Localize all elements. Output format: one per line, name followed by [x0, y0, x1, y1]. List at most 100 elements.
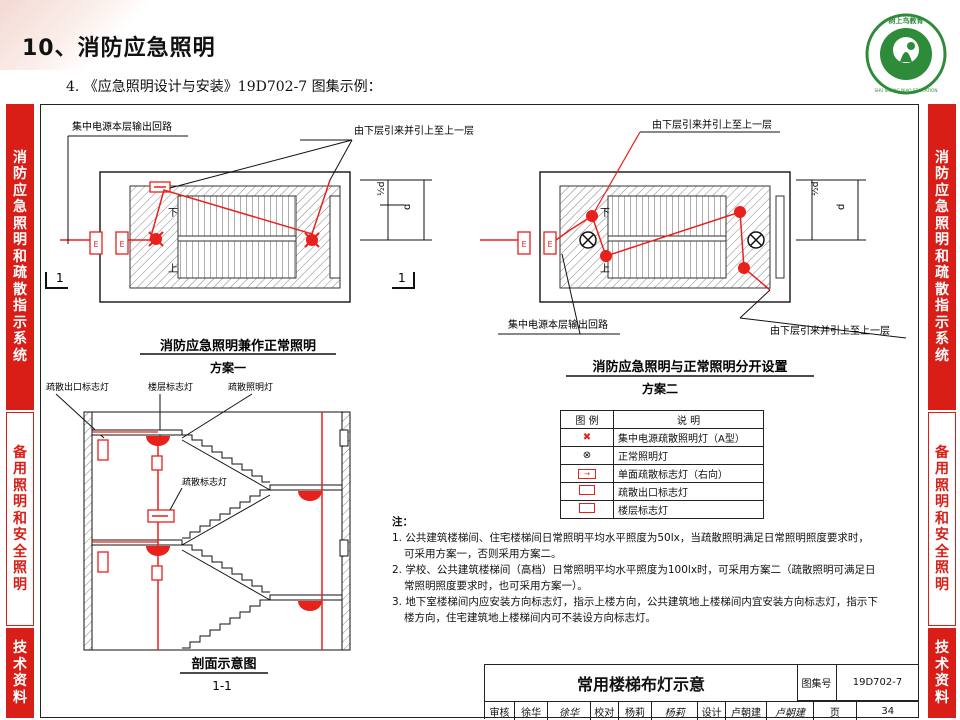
- legend-row: 楼层标志灯: [560, 500, 764, 519]
- plan1-down: 下: [168, 208, 178, 219]
- side-tab-char: 安: [13, 527, 27, 544]
- checker-signature: 杨莉: [652, 702, 699, 720]
- plan1-riser-label: 由下层引来并引上至上一层: [354, 124, 474, 137]
- note-line: 楼方向，住宅建筑地上楼梯间内可不装设方向标志灯。: [404, 612, 656, 624]
- plan1-scheme: 方案一: [210, 360, 246, 375]
- plan1-e-box-2: E: [119, 240, 124, 249]
- plan2-scheme: 方案二: [642, 381, 678, 396]
- drawing-title: 常用楼梯布灯示意: [485, 665, 798, 701]
- page-number: 34: [881, 705, 895, 717]
- plan-scheme-two: 下 上 E E 由下层引来并引上至上一层 集中电源本层输出回路 由下层引来并引上…: [480, 118, 907, 396]
- side-tab-char: 疏: [13, 265, 27, 282]
- plan2-down: 下: [600, 208, 610, 219]
- section-dir-sign-label: 疏散标志灯: [182, 476, 227, 488]
- direction-sign-icon: →: [578, 469, 596, 479]
- reviewer-signature: 徐华: [548, 702, 591, 720]
- side-tab-char: 消: [935, 149, 949, 166]
- section-exit-label: 疏散出口标志灯: [46, 381, 109, 393]
- plan2-dim-full: d: [836, 204, 847, 210]
- page-title: 10、消防应急照明: [22, 36, 216, 61]
- note-line: 3. 地下室楼梯间内应安装方向标志灯，指示上楼方向，公共建筑地上楼梯间内宜安装方…: [392, 596, 878, 608]
- plan2-up: 上: [600, 263, 610, 275]
- plan1-e-box-1: E: [93, 240, 98, 249]
- side-tab-char: 示: [13, 314, 27, 331]
- brand-logo: 树上鸟教育 SHU SHANG NIAO EDUCATION: [865, 13, 947, 95]
- designer-name: 卢朝建: [726, 702, 767, 720]
- section-floor-label: 楼层标志灯: [148, 381, 193, 393]
- side-tab-char: 技: [13, 640, 27, 656]
- corner-decoration: [0, 0, 150, 70]
- side-tab-tech-right: 技术资料: [928, 628, 956, 718]
- plan1-section-mark-left: 1: [56, 271, 64, 285]
- side-tab-char: 统: [935, 347, 949, 364]
- legend-header-desc: 说 明: [613, 410, 764, 429]
- side-tab-char: 和: [935, 248, 949, 265]
- side-tab-char: 照: [935, 215, 949, 232]
- side-tab-char: 散: [935, 281, 949, 298]
- designer-signature: 卢朝建: [767, 702, 815, 720]
- plan2-caption: 消防应急照明与正常照明分开设置: [592, 359, 787, 375]
- section-ceiling-lamp-1: [146, 436, 170, 446]
- plan1-up: 上: [168, 263, 178, 275]
- stair-section: 疏散出口标志灯 楼层标志灯 疏散照明灯: [46, 381, 351, 693]
- plan1-lamp-right: [304, 232, 320, 248]
- check-label: 校对: [591, 702, 619, 720]
- atlas-number: 19D702-7: [837, 665, 919, 701]
- section-ceiling-lamp-3: [298, 491, 322, 501]
- side-tab-char: 安: [935, 527, 949, 544]
- side-tab-char: 明: [935, 576, 949, 593]
- legend-desc: 楼层标志灯: [613, 500, 764, 519]
- side-tab-char: 防: [935, 166, 949, 183]
- side-tab-char: 和: [13, 510, 27, 527]
- plan1-dim-half: ½d: [377, 182, 387, 196]
- side-tab-char: 急: [13, 199, 27, 216]
- side-tab-char: 术: [13, 656, 27, 673]
- legend-row: ⊗ 正常照明灯: [560, 446, 764, 465]
- red-x-lamp-icon: ✖: [582, 432, 592, 443]
- atlas-label: 图集号: [797, 665, 837, 701]
- side-tab-emergency: 消防应急照明和疏散指示系统: [6, 104, 34, 410]
- title-block: 常用楼梯布灯示意 图集号 19D702-7 审核 徐华 徐华 校对 杨莉 杨莉 …: [484, 664, 919, 720]
- logo-text: 树上鸟教育: [889, 16, 924, 25]
- legend-desc: 集中电源疏散照明灯（A型）: [613, 428, 764, 447]
- plan1-source-label: 集中电源本层输出回路: [72, 120, 172, 133]
- design-label: 设计: [698, 702, 727, 720]
- notes-heading: 注：: [392, 516, 413, 528]
- side-tab-char: 明: [13, 232, 27, 249]
- side-tab-char: 料: [935, 689, 949, 706]
- side-tab-char: 照: [935, 560, 949, 577]
- side-tab-char: 示: [935, 314, 949, 331]
- review-label: 审核: [485, 702, 515, 720]
- side-tab-char: 术: [935, 656, 949, 673]
- side-tab-char: 和: [13, 248, 27, 265]
- side-tab-char: 照: [13, 215, 27, 232]
- section-ceiling-lamp-4: [298, 601, 322, 611]
- side-tab-char: 备: [13, 444, 27, 461]
- checker-name: 杨莉: [619, 702, 653, 720]
- legend-header-symbol: 图 例: [560, 410, 614, 429]
- side-tab-char: 系: [935, 331, 949, 348]
- side-tab-char: 照: [13, 560, 27, 577]
- legend-row: ✖ 集中电源疏散照明灯（A型）: [560, 428, 764, 447]
- side-tab-char: 资: [935, 673, 949, 689]
- plan2-riser-top-label: 由下层引来并引上至上一层: [652, 118, 772, 131]
- plan-scheme-one: 下 上 E E 集中电源本层输出回路 由下层引来并引上至上一层 1 1 ½d: [45, 120, 474, 375]
- side-tab-char: 资: [13, 673, 27, 689]
- side-tab-backup-right: 备用照明和安全照明: [928, 412, 956, 626]
- side-tab-char: 照: [935, 477, 949, 494]
- section-caption: 剖面示意图: [191, 656, 256, 672]
- plan2-source-label: 集中电源本层输出回路: [508, 318, 608, 331]
- plan2-riser-bottom-label: 由下层引来并引上至上一层: [770, 324, 890, 337]
- legend-desc: 单面疏散标志灯（右向）: [613, 464, 764, 483]
- side-tab-char: 系: [13, 331, 27, 348]
- legend-desc: 疏散出口标志灯: [613, 482, 764, 501]
- side-tab-char: 全: [13, 543, 27, 560]
- side-tab-char: 照: [13, 477, 27, 494]
- side-tab-char: 技: [935, 640, 949, 656]
- side-tab-char: 明: [13, 494, 27, 511]
- side-tab-char: 和: [935, 510, 949, 527]
- plan2-normal-lamp-left: [579, 231, 597, 249]
- side-tab-char: 指: [13, 298, 27, 315]
- circle-x-lamp-icon: ⊗: [582, 450, 592, 461]
